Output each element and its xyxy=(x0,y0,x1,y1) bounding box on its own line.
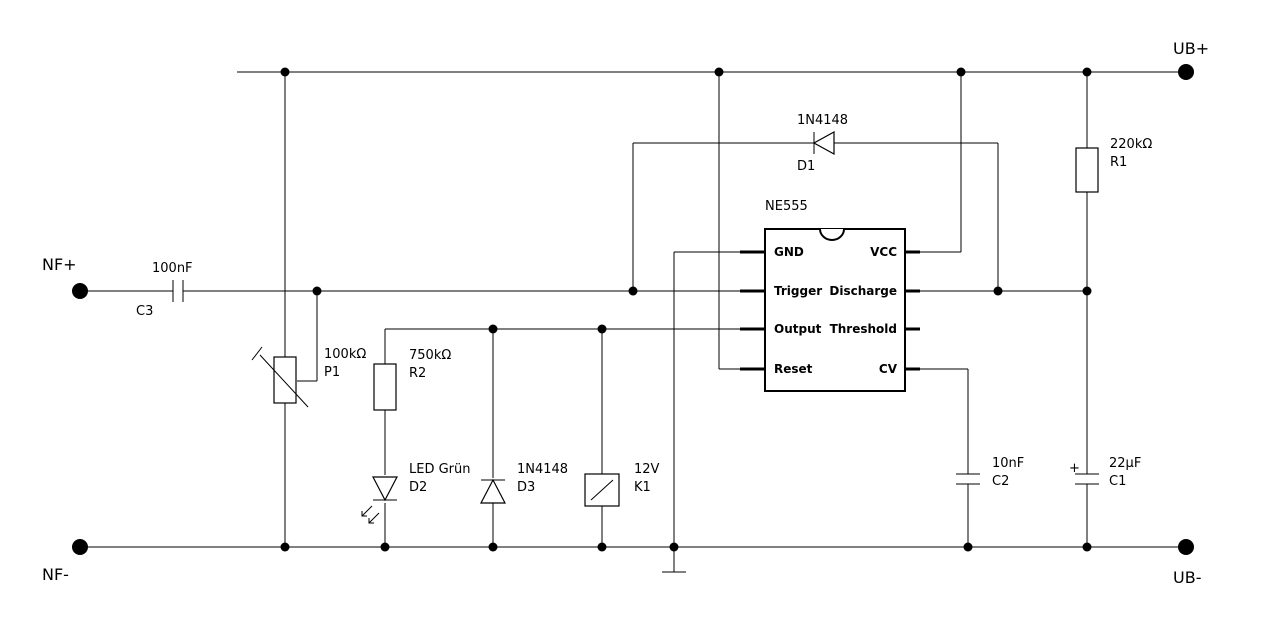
c3-ref: C3 xyxy=(136,304,153,319)
pin-output: Output xyxy=(774,322,822,336)
c1-polarity: + xyxy=(1069,461,1080,476)
terminal-ub-minus xyxy=(1178,539,1194,555)
label-nf-minus: NF- xyxy=(42,565,69,584)
pin-reset: Reset xyxy=(774,362,813,376)
c2-value: 10nF xyxy=(992,456,1024,471)
c2-ref: C2 xyxy=(992,474,1009,489)
k1-value: 12V xyxy=(634,462,660,477)
capacitor-c2 xyxy=(956,473,980,485)
pin-threshold: Threshold xyxy=(830,322,897,336)
resistor-r2 xyxy=(373,363,397,411)
pin-vcc: VCC xyxy=(870,245,897,259)
d3-ref: D3 xyxy=(517,480,535,495)
potentiometer-p1 xyxy=(251,346,309,408)
pin-discharge: Discharge xyxy=(829,284,897,298)
d2-value: LED Grün xyxy=(409,462,471,477)
relay-k1 xyxy=(584,473,620,507)
r2-value: 750kΩ xyxy=(409,348,451,363)
c1-ref: C1 xyxy=(1109,474,1126,489)
capacitor-c1 xyxy=(1075,473,1099,485)
label-ub-minus: UB- xyxy=(1173,568,1201,587)
pin-gnd: GND xyxy=(774,245,804,259)
terminal-nf-minus xyxy=(72,539,88,555)
p1-ref: P1 xyxy=(324,365,340,380)
capacitor-c3 xyxy=(172,280,184,302)
pin-cv: CV xyxy=(879,362,898,376)
d3-value: 1N4148 xyxy=(517,462,568,477)
c3-value: 100nF xyxy=(152,261,193,276)
ic-title: NE555 xyxy=(765,199,808,214)
r1-value: 220kΩ xyxy=(1110,137,1152,152)
label-ub-plus: UB+ xyxy=(1173,39,1209,58)
wires xyxy=(80,71,1185,573)
d2-ref: D2 xyxy=(409,480,427,495)
r1-ref: R1 xyxy=(1110,155,1127,170)
ne555-ic xyxy=(740,228,920,392)
resistor-r1 xyxy=(1075,147,1099,193)
d1-ref: D1 xyxy=(797,159,815,174)
pin-trigger: Trigger xyxy=(774,284,822,298)
p1-value: 100kΩ xyxy=(324,347,366,362)
diode-d3 xyxy=(480,478,506,504)
k1-ref: K1 xyxy=(634,480,651,495)
terminal-ub-plus xyxy=(1178,64,1194,80)
junctions xyxy=(280,67,1092,552)
r2-ref: R2 xyxy=(409,366,426,381)
diode-d1 xyxy=(812,130,835,156)
terminal-nf-plus xyxy=(72,283,88,299)
led-d2 xyxy=(361,476,398,524)
c1-value: 22µF xyxy=(1109,456,1141,471)
d1-value: 1N4148 xyxy=(797,113,848,128)
label-nf-plus: NF+ xyxy=(42,255,77,274)
